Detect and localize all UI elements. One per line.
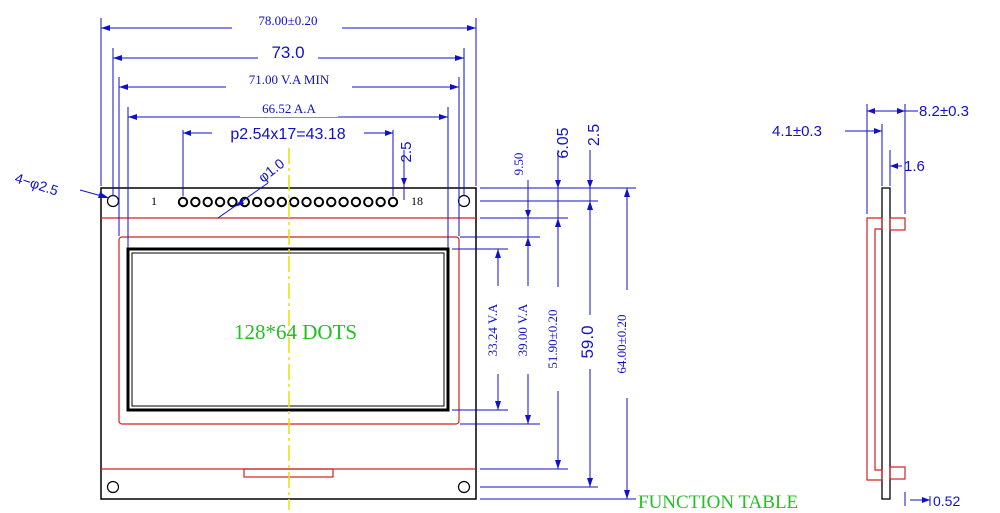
- pin-last-label: 18: [411, 194, 423, 208]
- pin-first-label: 1: [151, 194, 157, 208]
- bezel-height-label: 51.90±0.20: [545, 309, 560, 368]
- outline-width-label: 78.00±0.20: [258, 13, 317, 28]
- mount-hole-bottom-right: [457, 480, 471, 494]
- vertical-dimension-labels: 33.24 V.A 39.00 V.A 51.90±0.20 59.0 64.0…: [485, 124, 632, 398]
- resolution-label: 128*64 DOTS: [234, 320, 357, 344]
- module-thickness-label: 4.1±0.3: [772, 123, 822, 140]
- pin-offset-dim: 2.5: [398, 142, 415, 200]
- pcb-offset-label: 2.5: [586, 124, 603, 146]
- mount-hole-bottom-left: [106, 480, 120, 494]
- pin-pad: [350, 196, 362, 208]
- mount-hole-label: 4−φ2.5: [13, 170, 60, 199]
- pin-pad: [326, 196, 337, 208]
- pin-pad: [338, 196, 349, 208]
- pin-pad: [264, 196, 275, 208]
- pin-row: [177, 196, 399, 208]
- outline-height-label: 64.00±0.20: [614, 314, 629, 373]
- total-thickness-label: 8.2±0.3: [919, 103, 969, 120]
- top-offset-a-label: 6.05: [555, 127, 572, 158]
- mount-hole-top-left: [106, 194, 120, 208]
- top-offset-b-label: 9.50: [511, 153, 526, 176]
- pin-diameter-label: φ1.0: [255, 155, 288, 185]
- pin-pad: [313, 196, 325, 208]
- horizontal-dimension-labels: 78.00±0.20 73.0 71.00 V.A MIN 66.52 A.A …: [212, 12, 364, 143]
- pin-pad: [227, 196, 238, 208]
- pin-pad: [387, 196, 399, 208]
- pin-thickness-label: 0.52: [933, 493, 960, 509]
- pin-pad: [190, 196, 201, 208]
- pin-pad: [214, 196, 226, 208]
- function-table-label: FUNCTION TABLE: [638, 492, 798, 513]
- side-connector-bottom: [889, 466, 906, 480]
- pin-pad: [177, 196, 189, 208]
- mount-hole-callout: 4−φ2.5: [13, 170, 110, 199]
- active-area: [126, 247, 450, 412]
- hole-pitch-x-label: 73.0: [271, 43, 304, 62]
- pin-pad: [363, 196, 374, 208]
- mount-hole-top-right: [457, 194, 471, 208]
- va-height-label: 39.00 V.A: [515, 303, 530, 356]
- active-area-inner: [131, 252, 445, 407]
- side-view: 8.2±0.3 4.1±0.3 1.6 0.52: [772, 103, 969, 509]
- hole-pitch-y-label: 59.0: [578, 325, 597, 358]
- aa-width-label: 66.52 A.A: [262, 101, 316, 116]
- pin-pad: [276, 196, 288, 208]
- front-view: 1 18 128*64 DOTS: [100, 148, 477, 510]
- pin-pad: [251, 196, 263, 208]
- pin-pad: [202, 196, 213, 208]
- pcb-thickness-label: 1.6: [904, 158, 925, 175]
- pin-pad: [375, 196, 386, 208]
- pin-pitch-label: p2.54x17=43.18: [230, 126, 345, 143]
- pin-diameter-callout: φ1.0: [217, 155, 288, 219]
- side-connector-top: [889, 217, 906, 231]
- pin-pad: [288, 196, 300, 208]
- side-bezel: [866, 217, 883, 481]
- aa-height-label: 33.24 V.A: [485, 303, 500, 356]
- pin-pad: [301, 196, 312, 208]
- va-width-label: 71.00 V.A MIN: [249, 72, 330, 87]
- side-pcb: [881, 187, 891, 500]
- pin-offset-label: 2.5: [398, 142, 415, 163]
